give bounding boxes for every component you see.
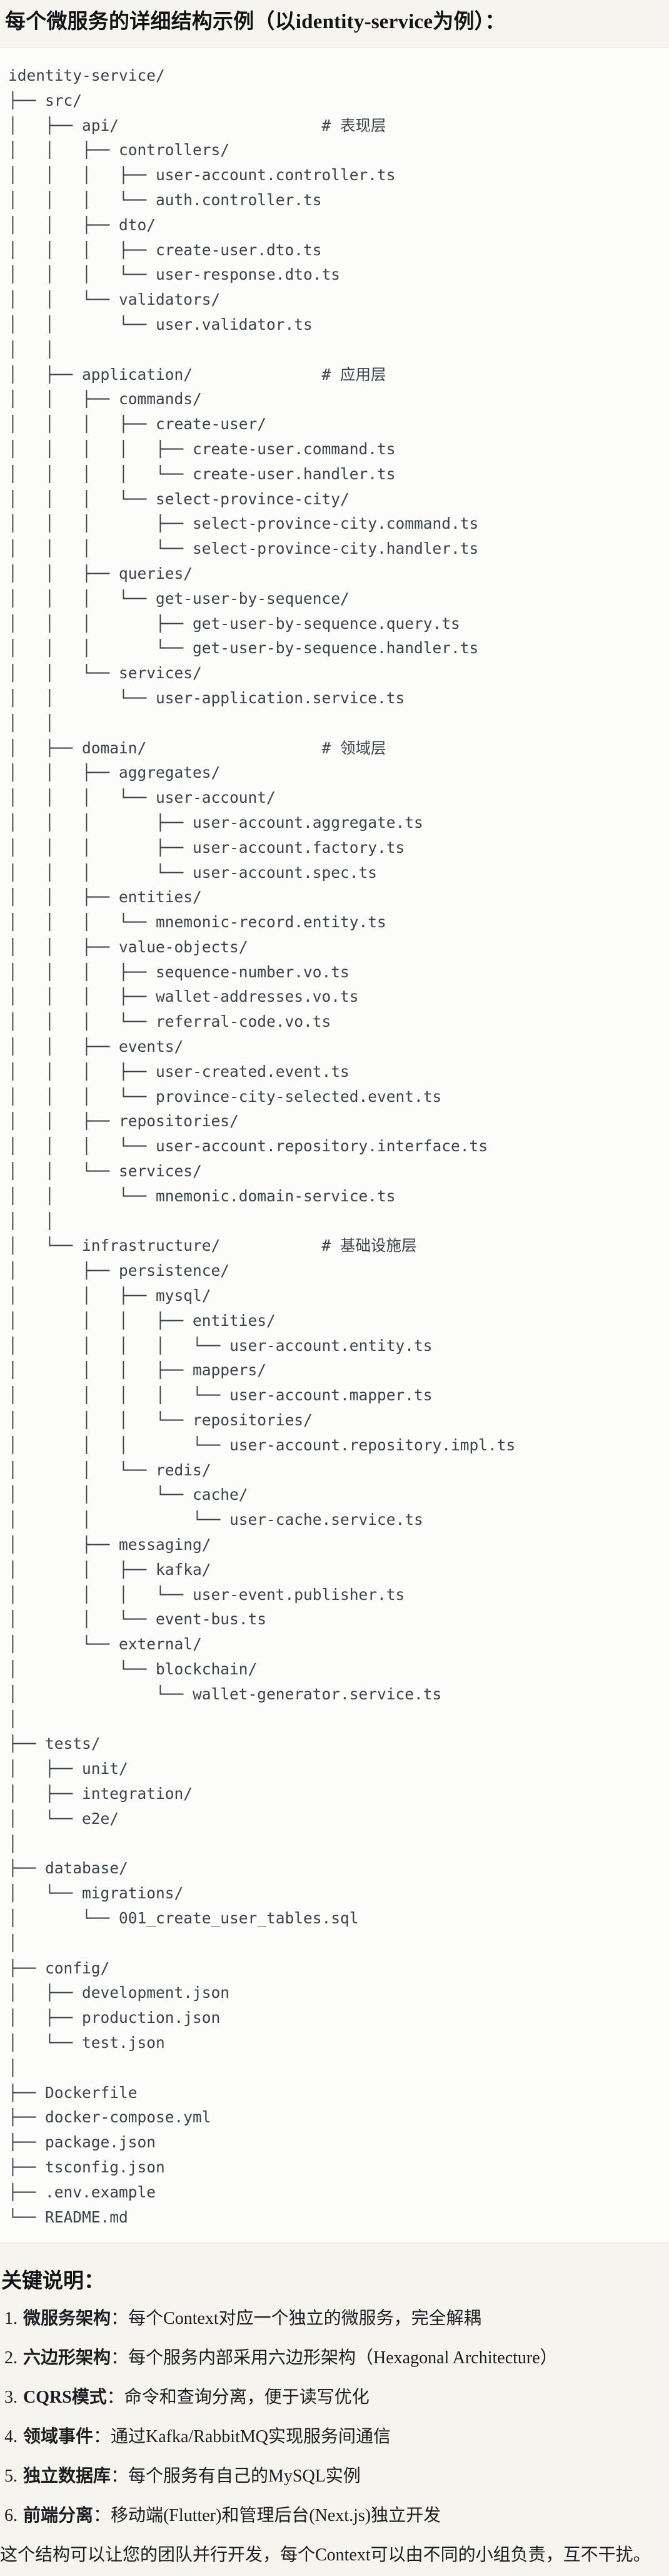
note-item: 3.CQRS模式：命令和查询分离，便于读写优化	[0, 2385, 669, 2410]
note-number: 1.	[4, 2309, 18, 2329]
note-number: 5.	[4, 2467, 18, 2487]
note-desc: ：每个服务内部采用六边形架构（Hexagonal Architecture）	[111, 2348, 558, 2368]
note-number: 2.	[4, 2348, 18, 2368]
closing-paragraph: 这个结构可以让您的团队并行开发，每个Context可以由不同的小组负责，互不干扰…	[0, 2545, 651, 2565]
note-desc: ：命令和查询分离，便于读写优化	[106, 2388, 370, 2408]
note-number: 6.	[4, 2506, 18, 2526]
page-title: 每个微服务的详细结构示例（以identity-service为例）：	[5, 11, 506, 33]
note-desc: ：每个Context对应一个独立的微服务，完全解耦	[111, 2309, 481, 2329]
note-item: 2.六边形架构：每个服务内部采用六边形架构（Hexagonal Architec…	[0, 2346, 669, 2370]
note-item: 5.独立数据库：每个服务有自己的MySQL实例	[0, 2464, 669, 2488]
note-desc: ：每个服务有自己的MySQL实例	[111, 2467, 361, 2487]
note-term: 独立数据库	[23, 2467, 111, 2487]
notes-heading: 关键说明：	[1, 2270, 104, 2293]
file-tree-code-block: identity-service/ ├── src/ │ ├── api/ # …	[0, 48, 669, 2244]
note-item: 6.前端分离：移动端(Flutter)和管理后台(Next.js)独立开发	[0, 2503, 669, 2528]
note-item: 1.微服务架构：每个Context对应一个独立的微服务，完全解耦	[0, 2306, 669, 2331]
note-number: 4.	[4, 2427, 18, 2447]
note-number: 3.	[4, 2388, 18, 2408]
note-desc: ：通过Kafka/RabbitMQ实现服务间通信	[93, 2427, 391, 2447]
note-term: CQRS模式	[23, 2388, 107, 2408]
notes-section: 关键说明： 1.微服务架构：每个Context对应一个独立的微服务，完全解耦 2…	[0, 2268, 669, 2567]
note-term: 前端分离	[23, 2506, 94, 2526]
notes-list: 1.微服务架构：每个Context对应一个独立的微服务，完全解耦 2.六边形架构…	[0, 2306, 669, 2528]
note-term: 微服务架构	[23, 2309, 111, 2329]
note-desc: ：移动端(Flutter)和管理后台(Next.js)独立开发	[93, 2506, 441, 2526]
note-item: 4.领域事件：通过Kafka/RabbitMQ实现服务间通信	[0, 2425, 669, 2449]
note-term: 领域事件	[23, 2427, 94, 2447]
note-term: 六边形架构	[23, 2348, 111, 2368]
